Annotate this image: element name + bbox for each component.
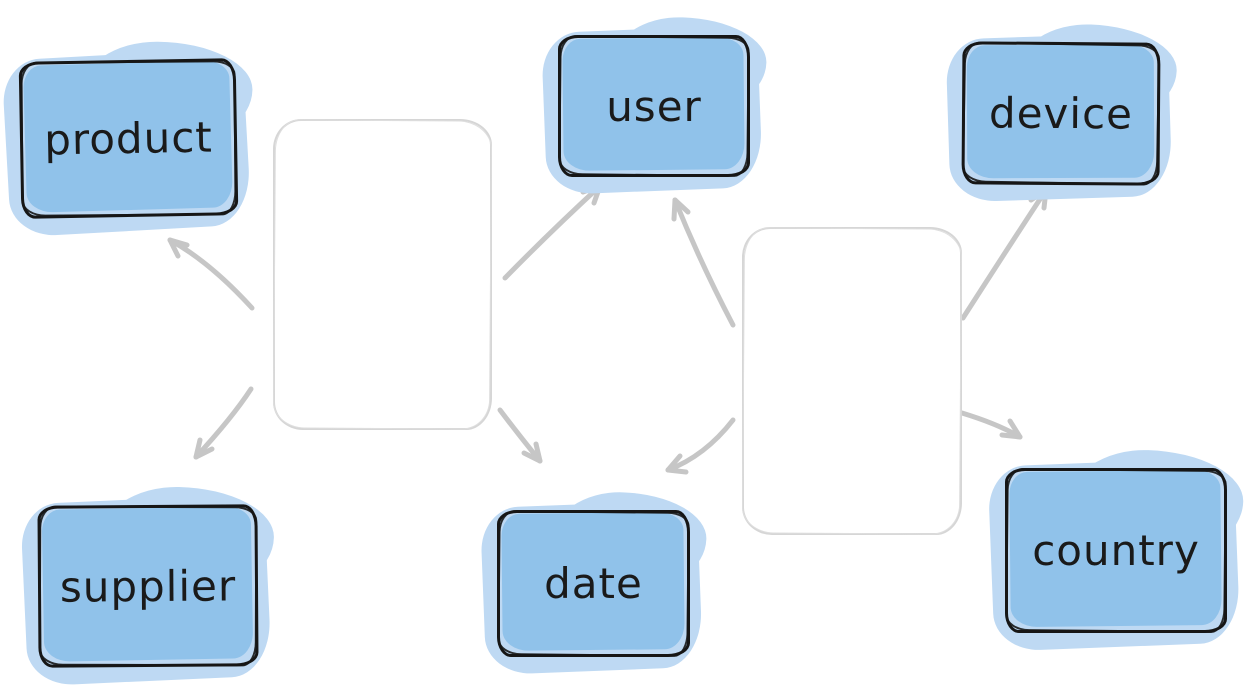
node-date: date — [479, 499, 704, 676]
empty-box-right — [742, 227, 962, 535]
arrow-left-box-to-date — [497, 407, 543, 464]
arrow-right-box-to-country — [959, 410, 1023, 440]
empty-box-left — [273, 119, 492, 430]
node-label: device — [988, 88, 1134, 139]
arrow-left-box-to-product — [167, 237, 255, 311]
node-country: country — [987, 457, 1241, 652]
arrow-left-box-to-user — [502, 183, 603, 281]
node-label: supplier — [59, 560, 237, 612]
node-frame — [497, 510, 690, 657]
node-label: date — [544, 559, 643, 608]
node-label: country — [1032, 526, 1200, 575]
node-label: user — [606, 81, 702, 131]
node-supplier: supplier — [20, 493, 273, 687]
node-user: user — [540, 24, 764, 196]
node-product: product — [1, 47, 252, 238]
arrow-right-box-to-device — [960, 187, 1049, 321]
node-device: device — [945, 32, 1173, 203]
node-frame — [558, 35, 750, 177]
arrow-right-box-to-date — [665, 417, 736, 475]
arrow-left-box-to-supplier — [193, 386, 254, 460]
node-label: product — [43, 112, 214, 165]
node-frame — [1005, 468, 1227, 633]
arrow-right-box-to-user — [671, 197, 736, 328]
